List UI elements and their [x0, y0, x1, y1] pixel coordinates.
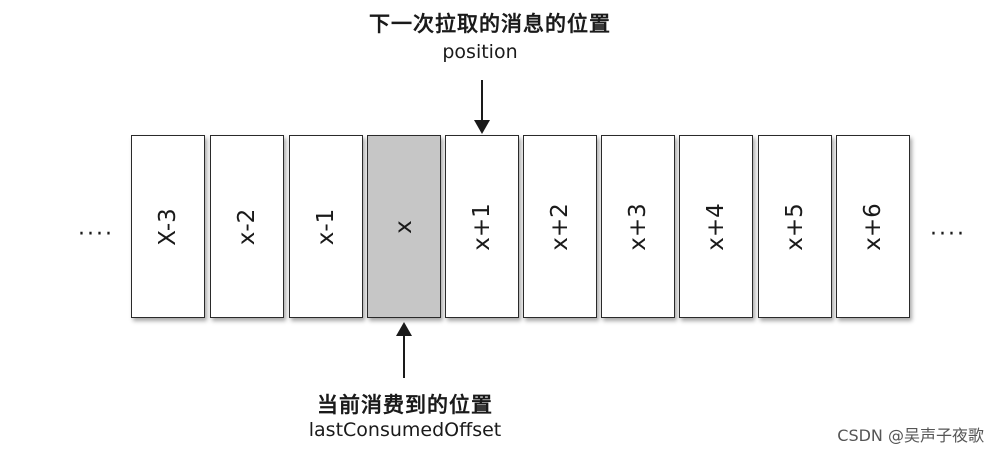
offset-cell-next: x+1 [445, 135, 519, 318]
offset-cell: x+2 [523, 135, 597, 318]
last-consumed-arrow [396, 322, 412, 378]
offset-cell: X-3 [131, 135, 205, 318]
offset-cell: x+5 [758, 135, 832, 318]
offset-cell: x-1 [289, 135, 363, 318]
offset-cell: x+3 [601, 135, 675, 318]
offset-cell: x+6 [836, 135, 910, 318]
offset-cell: x-2 [210, 135, 284, 318]
position-arrow [474, 80, 490, 134]
right-ellipsis: ···· [930, 222, 966, 247]
position-title: 下一次拉取的消息的位置 [369, 12, 611, 36]
left-ellipsis: ···· [78, 222, 114, 247]
offset-cell-current: x [367, 135, 441, 318]
watermark: CSDN @吴声子夜歌 [837, 426, 984, 445]
position-label: position [442, 41, 518, 63]
last-consumed-label: lastConsumedOffset [308, 419, 502, 441]
offset-cell: x+4 [679, 135, 753, 318]
last-consumed-title: 当前消费到的位置 [317, 393, 493, 417]
